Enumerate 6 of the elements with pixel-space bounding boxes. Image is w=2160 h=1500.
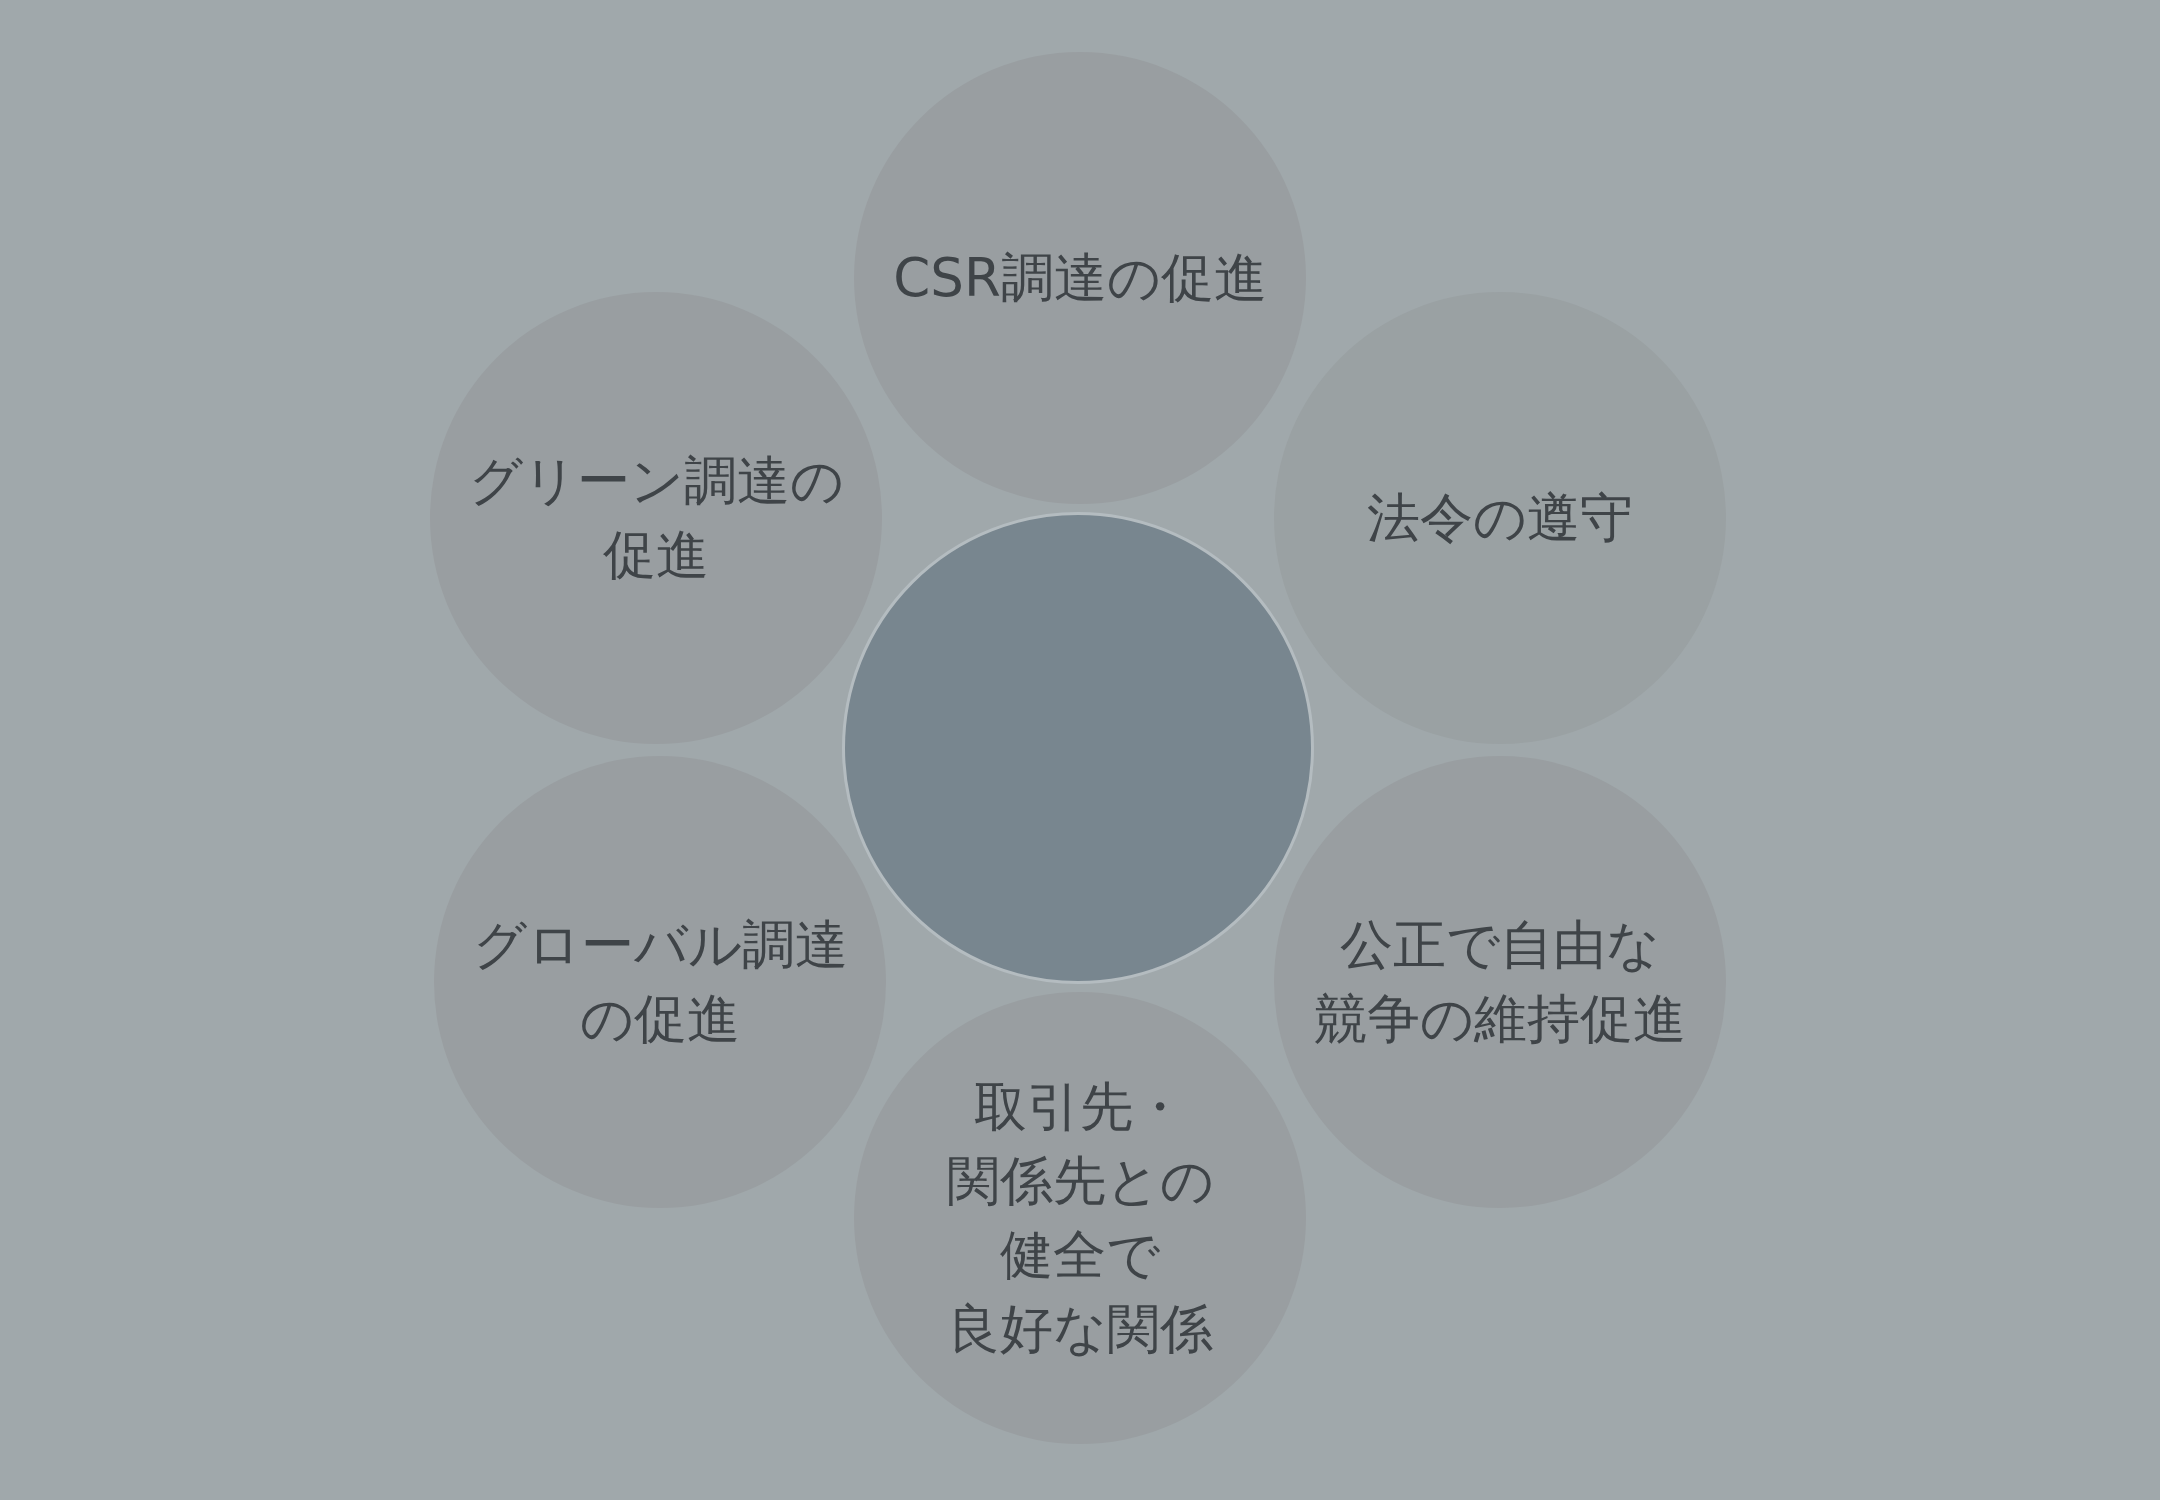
circle-label: 法令の遵守 (1367, 485, 1633, 550)
circle-label: グリーン調達の促進 (468, 448, 844, 587)
circle-label: 取引先・関係先との健全で良好な関係 (946, 1074, 1214, 1362)
circle-label: CSR調達の促進 (893, 245, 1267, 310)
circle-label: グローバル調達の促進 (472, 912, 848, 1051)
circle-label: 公正で自由な競争の維持促進 (1314, 912, 1686, 1051)
